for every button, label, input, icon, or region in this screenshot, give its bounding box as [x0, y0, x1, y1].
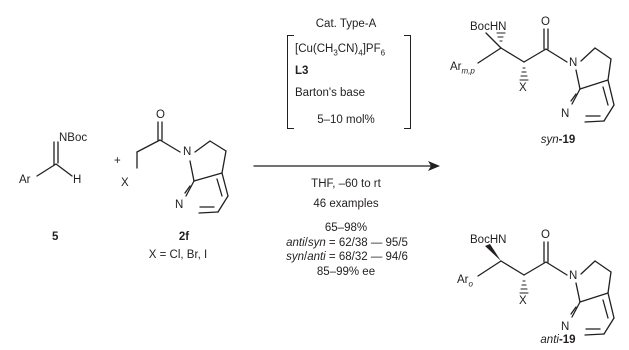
syn-aryl-label: Arm,p — [450, 61, 475, 76]
left-bracket — [287, 35, 294, 129]
imine-nboc-label: NBoc — [59, 132, 88, 144]
anti-aryl-label: Aro — [457, 274, 473, 289]
compound-2f-label: 2f — [178, 231, 190, 243]
example-count: 46 examples — [313, 198, 379, 210]
syn-19-label: syn-19 — [540, 134, 576, 146]
amide-halide-label: X — [121, 177, 129, 189]
anti-syn-ratio: anti/syn = 62/38 — 95/5 — [286, 237, 408, 249]
amide-structure — [136, 121, 229, 214]
anti-19-label: anti-19 — [540, 334, 576, 346]
solvent-temperature: THF, –60 to rt — [311, 178, 381, 190]
imine-hydrogen-label: H — [73, 174, 82, 186]
catalyst-type: Cat. Type-A — [315, 18, 377, 30]
yield-range: 65–98% — [324, 222, 368, 234]
syn-halide-label: X — [519, 82, 527, 94]
anti-product-structure — [477, 241, 615, 336]
reaction-arrowhead — [428, 161, 440, 171]
anti-nh-label: BocHN — [470, 234, 507, 246]
amide-oxygen-label: O — [156, 109, 165, 121]
ligand-label: L3 — [295, 65, 309, 77]
imine-structure — [36, 141, 73, 177]
syn-oxygen-label: O — [541, 16, 550, 28]
x-definition: X = Cl, Br, I — [148, 249, 208, 261]
syn-nitrogen-label: N — [569, 57, 578, 69]
anti-halide-label: X — [519, 295, 527, 307]
enantiomeric-excess: 85–99% ee — [316, 266, 376, 278]
amide-pyridine-n-label: N — [175, 199, 184, 211]
syn-nh-label: BocHN — [470, 21, 507, 33]
catalyst-loading: 5–10 mol% — [317, 114, 375, 126]
anti-pyridine-n-label: N — [561, 321, 570, 333]
syn-anti-ratio: syn/anti = 68/32 — 94/6 — [286, 251, 408, 263]
anti-wedge-bond — [485, 244, 501, 261]
syn-hashed-bonds — [496, 32, 529, 81]
anti-nitrogen-label: N — [569, 270, 578, 282]
compound-5-label: 5 — [52, 231, 59, 243]
right-bracket — [404, 35, 411, 129]
copper-complex: [Cu(CH3CN)4]PF6 — [295, 43, 386, 58]
anti-hashed-bond — [519, 280, 529, 294]
amide-nitrogen-label: N — [183, 146, 192, 158]
base-label: Barton's base — [295, 87, 365, 99]
syn-pyridine-n-label: N — [561, 108, 570, 120]
imine-aryl-label: Ar — [19, 174, 31, 186]
plus-sign: + — [114, 155, 121, 167]
anti-oxygen-label: O — [541, 229, 550, 241]
syn-product-structure — [477, 28, 615, 123]
